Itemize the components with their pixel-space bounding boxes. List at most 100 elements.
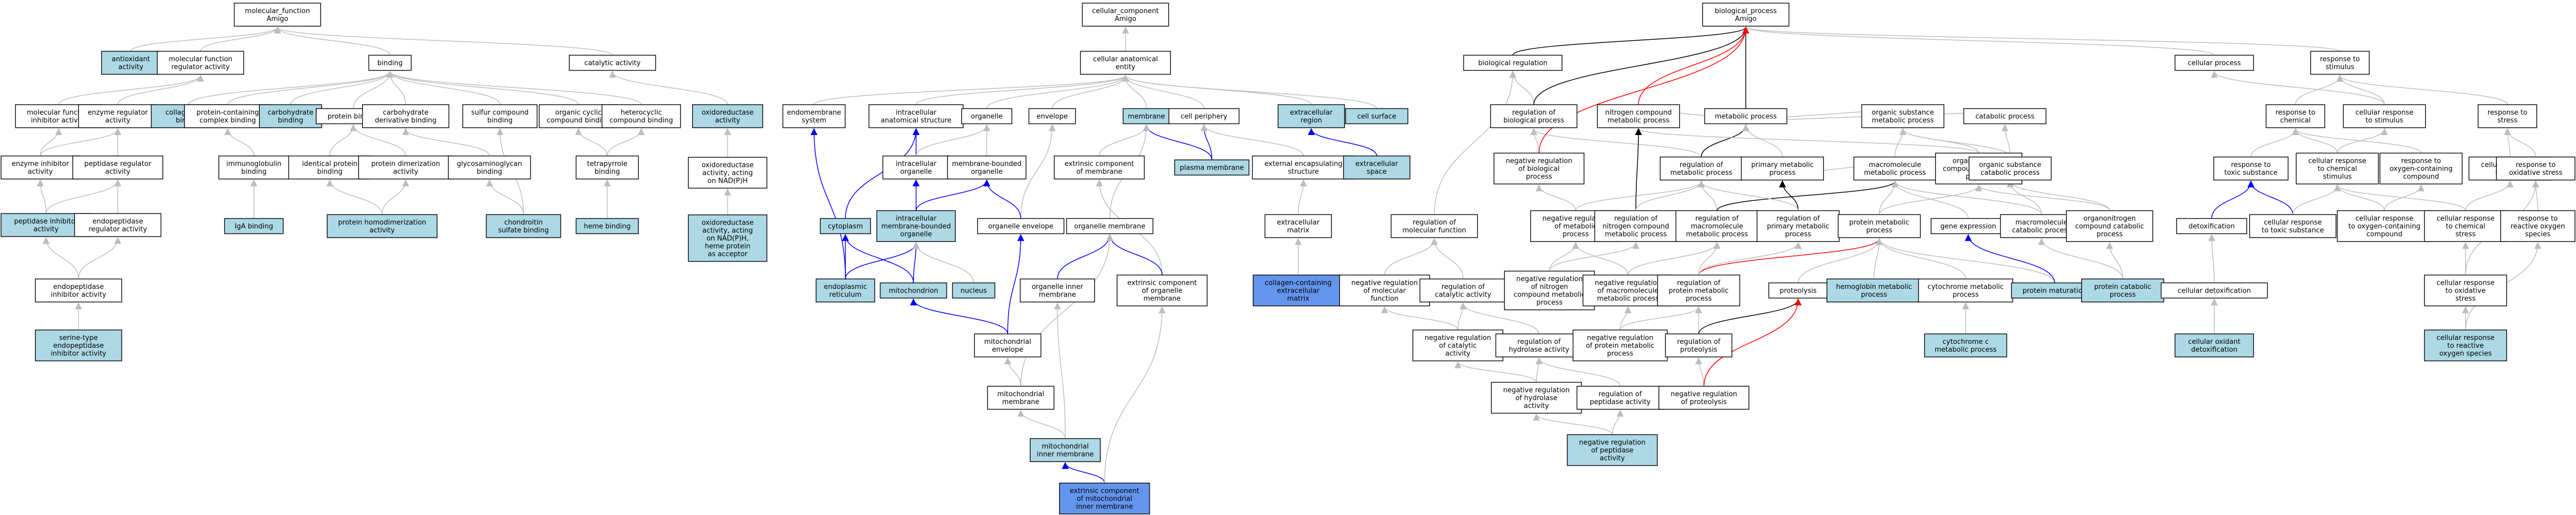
go-term-node-org_env[interactable]: organelle envelope <box>977 218 1065 234</box>
go-term-node-bioreg[interactable]: biological regulation <box>1463 54 1563 71</box>
go-term-node-detox[interactable]: detoxification <box>2176 218 2247 234</box>
go-term-node-mito[interactable]: mitochondrion <box>879 282 947 299</box>
go-term-node-metproc[interactable]: metabolic process <box>1704 108 1788 125</box>
go-term-node-plasma_memb[interactable]: plasma membrane <box>1174 159 1250 176</box>
go-term-node-org_memb[interactable]: organelle membrane <box>1066 218 1154 234</box>
go-term-node-gene_expr[interactable]: gene expression <box>1931 218 2006 234</box>
go-term-node-nucleus[interactable]: nucleus <box>952 282 996 299</box>
go-term-node-proteolysis[interactable]: proteolysis <box>1768 282 1828 299</box>
go-term-node-cytoplasm[interactable]: cytoplasm <box>820 218 871 234</box>
go-term-node-catab[interactable]: catabolic process <box>1963 108 2047 125</box>
go-term-node-heme_binding[interactable]: heme binding <box>575 218 639 234</box>
go-term-node-igg_binding[interactable]: IgA binding <box>224 218 284 234</box>
go-term-node-membrane[interactable]: membrane <box>1122 108 1170 125</box>
go-term-node-envelope[interactable]: envelope <box>1028 108 1076 125</box>
go-term-node-cellperiph[interactable]: cell periphery <box>1168 108 1240 125</box>
